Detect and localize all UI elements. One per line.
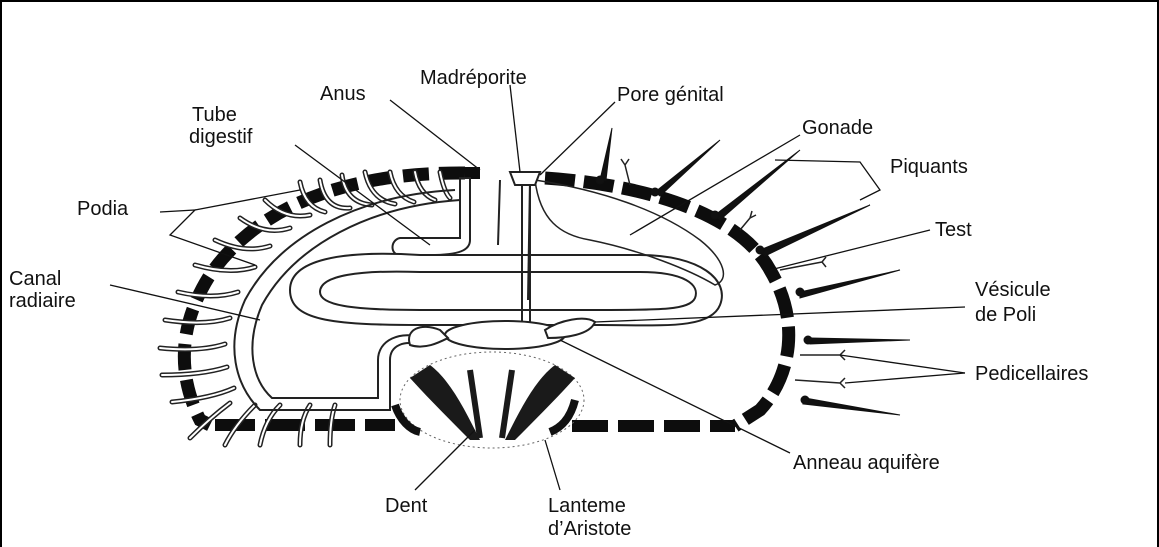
label-lanterne-line1: Lanteme xyxy=(548,495,626,517)
label-anneau-aquifere: Anneau aquifère xyxy=(793,452,940,474)
label-podia: Podia xyxy=(77,198,129,220)
label-canal-radiaire-line2: radiaire xyxy=(9,290,76,312)
label-pore-genital: Pore génital xyxy=(617,84,724,106)
label-pedicellaires: Pedicellaires xyxy=(975,363,1088,385)
label-tube-digestif-line1: Tube xyxy=(192,104,237,126)
label-dent: Dent xyxy=(385,495,428,517)
label-vesicule-poli-line1: Vésicule xyxy=(975,279,1051,301)
label-gonade: Gonade xyxy=(802,117,873,139)
lanterne-aristote-shape xyxy=(395,352,584,448)
label-vesicule-poli-line2: de Poli xyxy=(975,304,1036,326)
label-tube-digestif-line2: digestif xyxy=(189,126,253,148)
label-test: Test xyxy=(935,219,972,241)
label-madreporite: Madréporite xyxy=(420,67,527,89)
label-lanterne-line2: d’Aristote xyxy=(548,518,631,540)
label-canal-radiaire-line1: Canal xyxy=(9,268,61,290)
label-anus: Anus xyxy=(320,83,366,105)
label-piquants: Piquants xyxy=(890,156,968,178)
